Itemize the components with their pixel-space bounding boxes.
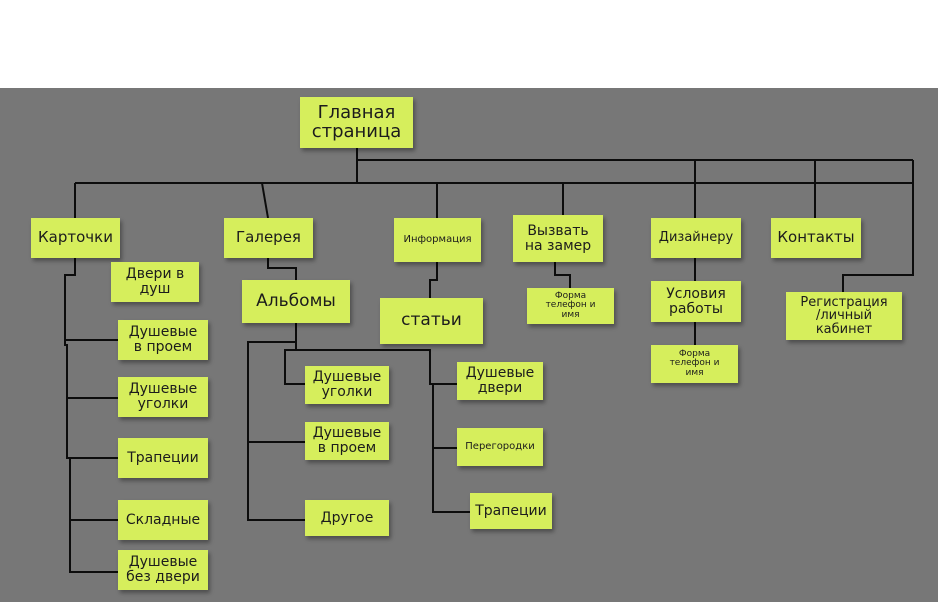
node-info: Информация bbox=[394, 218, 481, 262]
node-articles: статьи bbox=[380, 298, 483, 344]
node-albums: Альбомы bbox=[242, 280, 350, 323]
node-albums-item: Другое bbox=[305, 500, 389, 536]
connector-cards-tree bbox=[64, 258, 118, 573]
node-designer-conditions: Условия работы bbox=[651, 281, 741, 322]
node-albums-item: Душевые в проем bbox=[305, 422, 389, 460]
node-cards-item: Складные bbox=[118, 500, 208, 540]
node-cards-item: Душевые в проем bbox=[118, 320, 208, 360]
node-albums-item: Душевые уголки bbox=[305, 366, 389, 404]
node-cards-item: Душевые уголки bbox=[118, 377, 208, 417]
node-cards-item: Трапеции bbox=[118, 438, 208, 478]
node-cards-item: Душевые без двери bbox=[118, 550, 208, 590]
node-contacts: Контакты bbox=[771, 218, 861, 258]
connector-gallery-albums bbox=[267, 258, 297, 280]
node-measure-form: Форма телефон и имя bbox=[527, 288, 614, 324]
connector-albums-left bbox=[247, 323, 305, 521]
node-albums-item: Перегородки bbox=[457, 428, 543, 466]
node-account: Регистрация /личный кабинет bbox=[786, 292, 902, 340]
connector-gallery bbox=[261, 182, 269, 219]
node-cards: Карточки bbox=[31, 218, 120, 258]
connector-albums-right bbox=[296, 349, 457, 385]
node-designer-form: Форма телефон и имя bbox=[651, 345, 738, 383]
node-gallery: Галерея bbox=[224, 218, 313, 258]
node-cards-item: Двери в душ bbox=[111, 262, 199, 302]
connector-measure-form bbox=[554, 262, 571, 288]
node-albums-item: Душевые двери bbox=[457, 362, 543, 400]
connector-info-articles bbox=[429, 262, 438, 298]
node-measure: Вызвать на замер bbox=[513, 215, 603, 262]
node-albums-item: Трапеции bbox=[470, 493, 552, 529]
node-designer: Дизайнеру bbox=[651, 218, 741, 258]
connector-right-loop bbox=[842, 160, 914, 292]
connector-albums-mid bbox=[284, 342, 305, 385]
connector-measure bbox=[357, 182, 564, 215]
root-node: Главная страница bbox=[300, 97, 413, 148]
